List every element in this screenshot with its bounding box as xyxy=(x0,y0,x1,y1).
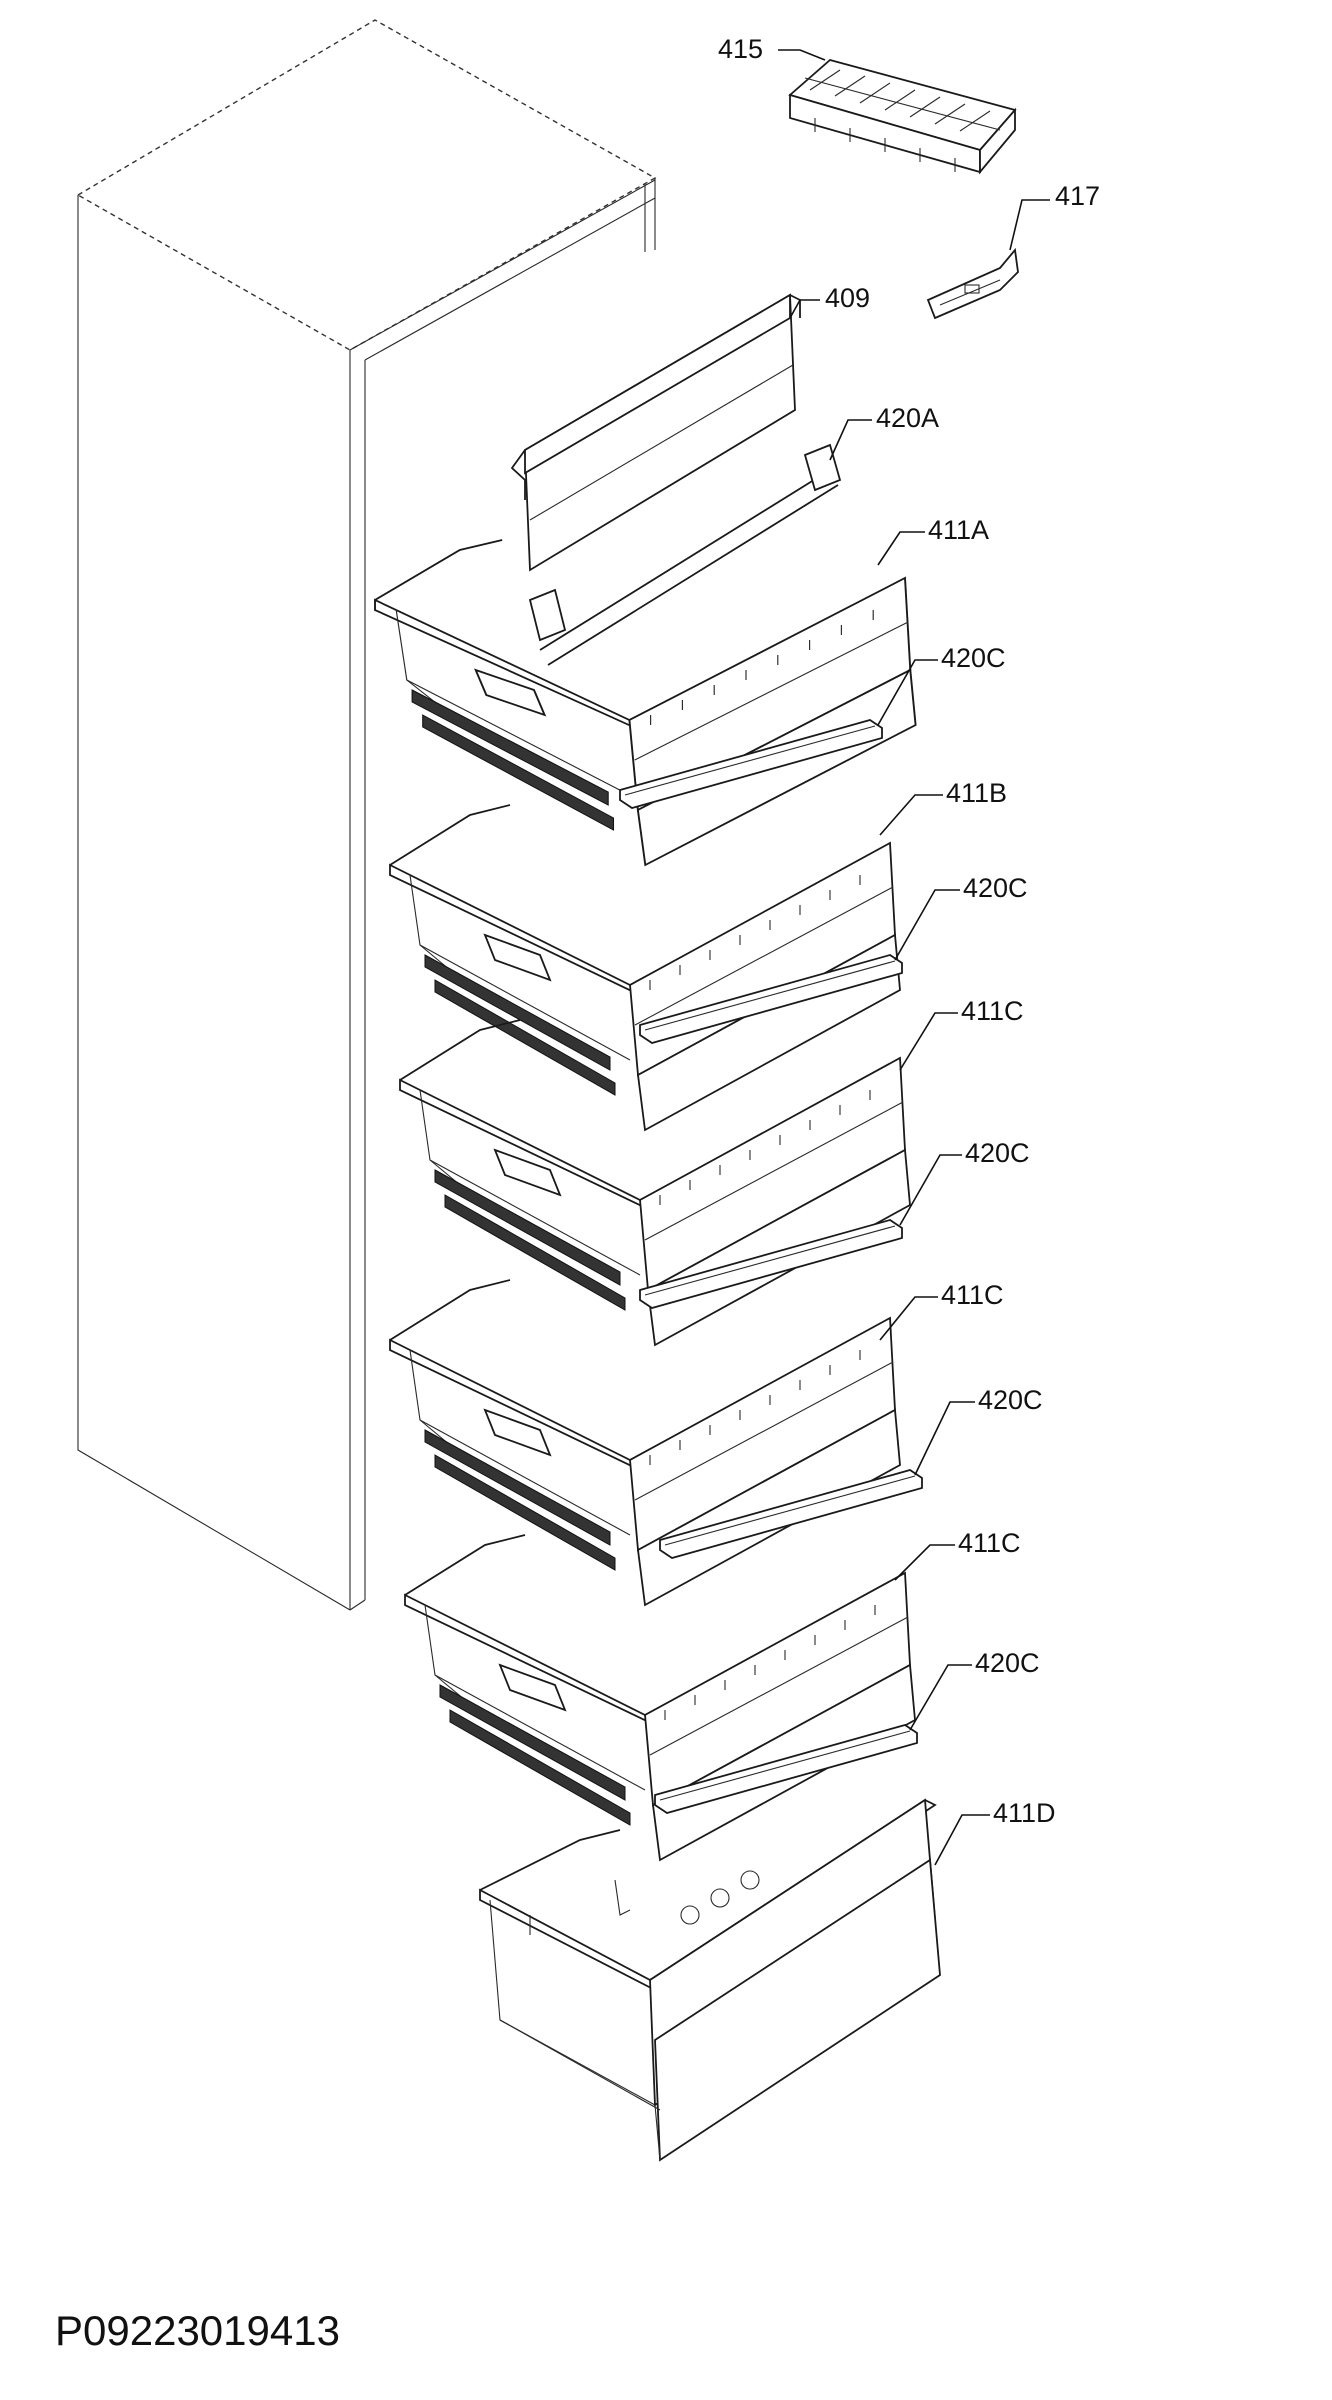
callout-420c-2: 420C xyxy=(963,873,1028,903)
callout-411c-2: 411C xyxy=(941,1280,1004,1310)
drawer-411d xyxy=(479,1798,941,2162)
callout-420c-1: 420C xyxy=(941,643,1006,673)
callout-420a: 420A xyxy=(876,403,939,433)
leader-lines xyxy=(778,49,1050,1866)
cabinet xyxy=(76,19,657,1611)
callout-labels: 415 417 409 420A 411A 420C 411B 420C 411… xyxy=(718,34,1100,1828)
callout-411c-1: 411C xyxy=(961,996,1024,1026)
ice-tray-415 xyxy=(788,59,1017,175)
drawer-411a xyxy=(374,443,917,866)
document-id: P09223019413 xyxy=(55,2307,340,2354)
callout-420c-3: 420C xyxy=(965,1138,1030,1168)
callout-415: 415 xyxy=(718,34,763,64)
callout-411c-3: 411C xyxy=(958,1528,1021,1558)
callout-411b: 411B xyxy=(946,778,1007,808)
callout-411d: 411D xyxy=(993,1798,1056,1828)
ice-scoop-417 xyxy=(926,247,1019,320)
flap-409 xyxy=(510,293,801,572)
callout-411a: 411A xyxy=(928,515,989,545)
callout-420c-4: 420C xyxy=(978,1385,1043,1415)
callout-420c-5: 420C xyxy=(975,1648,1040,1678)
callout-417: 417 xyxy=(1055,181,1100,211)
callout-409: 409 xyxy=(825,283,870,313)
